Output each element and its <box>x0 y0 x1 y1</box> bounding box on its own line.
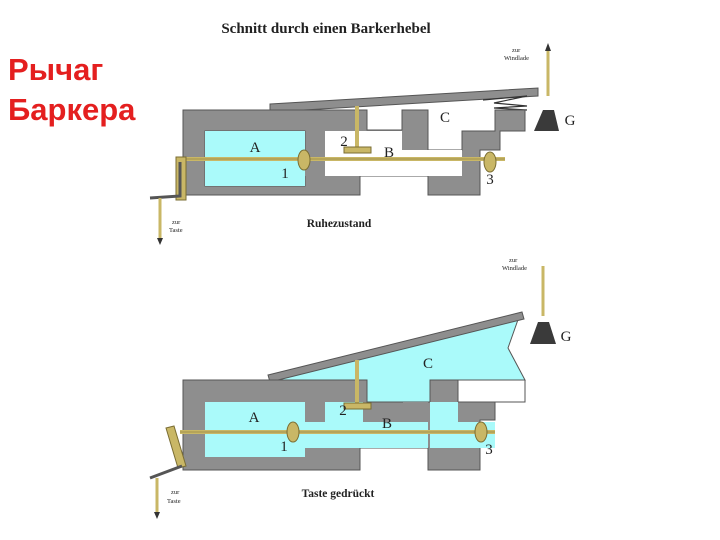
valve-2-disc <box>343 146 372 154</box>
note-windlade-2: Windlade <box>504 55 529 62</box>
label-2: 2 <box>340 134 348 150</box>
label-G: G <box>561 329 572 345</box>
resting-state-diagram: A B C G 1 2 3 zur Windlade zur Taste Ruh… <box>149 43 576 245</box>
up-arrow-icon <box>545 43 551 51</box>
down-arrow-icon <box>154 512 160 519</box>
valve-1 <box>297 149 311 171</box>
label-A: A <box>250 140 261 156</box>
slide-title: Рычаг Баркера <box>8 50 178 130</box>
note-taste-1: zur <box>172 219 181 226</box>
pressed-state-diagram: A B C G 1 2 3 zur Windlade zur Taste Tas… <box>149 257 572 519</box>
chamber-right <box>428 150 462 176</box>
spring <box>482 95 528 111</box>
note-taste-1: zur <box>171 489 180 496</box>
valve-1-pressed <box>286 421 300 443</box>
valve-3 <box>483 151 497 173</box>
down-arrow-icon <box>157 238 163 245</box>
note-taste-2: Taste <box>169 227 183 234</box>
diagram-heading: Schnitt durch einen Barkerhebel <box>221 21 430 37</box>
valve-3-pressed <box>474 421 488 443</box>
label-3: 3 <box>486 172 494 188</box>
chamber-B-lower <box>325 150 428 176</box>
label-G: G <box>565 113 576 129</box>
caption-pressed: Taste gedrückt <box>302 488 375 500</box>
bellows-lever-plate <box>269 87 539 113</box>
note-taste-2: Taste <box>167 498 181 505</box>
label-B: B <box>382 416 392 432</box>
slide-title-line1: Рычаг <box>8 52 104 87</box>
key-linkage <box>149 162 182 200</box>
label-B: B <box>384 145 394 161</box>
key-link-bar-pressed <box>165 425 187 469</box>
label-C: C <box>423 356 433 372</box>
weight-G <box>534 110 559 131</box>
valve-2-disc-pressed <box>343 402 372 410</box>
label-1: 1 <box>281 166 289 182</box>
chamber-B-pressed <box>305 422 428 448</box>
chamber-left-pressed <box>305 402 325 422</box>
label-3: 3 <box>485 442 493 458</box>
caption-resting: Ruhezustand <box>307 218 372 230</box>
channel-C-pressed <box>430 402 458 448</box>
key-linkage-pressed <box>149 464 183 480</box>
label-A: A <box>249 410 260 426</box>
note-windlade-1: zur <box>512 47 521 54</box>
label-1: 1 <box>280 439 288 455</box>
weight-G-pressed <box>530 322 556 344</box>
label-2: 2 <box>339 403 347 419</box>
note-windlade-2: Windlade <box>502 265 527 272</box>
label-C: C <box>440 110 450 126</box>
opening-top-right <box>403 402 428 422</box>
slide-title-line2: Баркера <box>8 92 136 127</box>
note-windlade-1: zur <box>509 257 518 264</box>
